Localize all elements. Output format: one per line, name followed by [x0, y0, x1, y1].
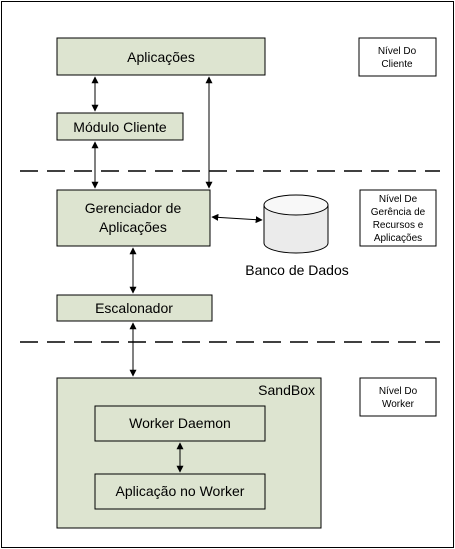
worker-daemon-label: Worker Daemon — [129, 415, 231, 431]
level-worker-line2: Worker — [382, 399, 415, 410]
level-gerencia-line3: Recursos e — [373, 220, 424, 231]
level-gerencia-box — [359, 189, 437, 247]
escalonador-label: Escalonador — [95, 300, 173, 316]
aplicacao-worker-box — [94, 473, 266, 510]
worker-daemon-box — [94, 405, 266, 442]
level-gerencia-line2: Gerência de — [371, 207, 426, 218]
gerenciador-label-line2: Aplicações — [99, 219, 167, 235]
modulo-cliente-label: Módulo Cliente — [73, 119, 167, 135]
escalonador-box — [56, 294, 213, 322]
level-gerencia-line4: Aplicações — [374, 233, 422, 244]
sandbox-label: SandBox — [258, 382, 315, 398]
level-cliente-line2: Cliente — [381, 59, 413, 70]
level-cliente-line1: Nível Do — [378, 46, 417, 57]
aplicacoes-box — [56, 37, 266, 76]
database-icon — [263, 194, 329, 254]
gerenciador-box — [56, 189, 211, 247]
level-worker-box — [359, 377, 437, 417]
aplicacoes-label: Aplicações — [127, 49, 195, 65]
arrow-gerenciador-database — [211, 213, 263, 224]
aplicacao-worker-label: Aplicação no Worker — [116, 483, 245, 499]
gerenciador-label-line1: Gerenciador de — [85, 200, 182, 216]
database-label: Banco de Dados — [245, 262, 349, 278]
modulo-cliente-box — [56, 112, 184, 141]
level-cliente-box — [358, 37, 437, 77]
level-gerencia-line1: Nível De — [379, 194, 418, 205]
level-worker-line1: Nível Do — [379, 386, 418, 397]
